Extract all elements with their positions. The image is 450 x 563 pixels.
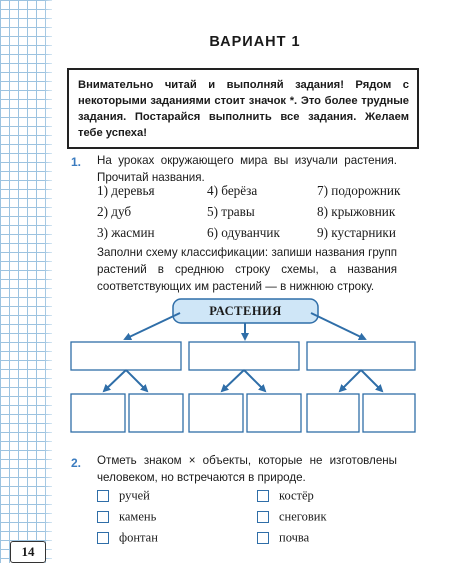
scheme-leaf-box[interactable] xyxy=(128,393,184,433)
plant-name: 2) дуб xyxy=(97,204,132,219)
option-snowman[interactable]: снеговик xyxy=(257,509,327,525)
option-label: почва xyxy=(279,530,310,545)
scheme-arrow xyxy=(125,369,149,393)
checkbox[interactable] xyxy=(257,532,269,545)
checkbox[interactable] xyxy=(257,490,269,503)
task-1-instruction: Заполни схему классификации: запиши назв… xyxy=(97,246,397,293)
scheme-leaf-box[interactable] xyxy=(306,393,360,433)
option-label: костёр xyxy=(279,488,314,503)
scheme-arrow xyxy=(360,369,384,393)
checkbox[interactable] xyxy=(257,511,269,524)
option-label: ручей xyxy=(119,488,150,503)
scheme-arrow xyxy=(123,312,181,341)
checkbox[interactable] xyxy=(97,511,109,524)
plant-name: 7) подорожник xyxy=(317,183,401,198)
option-fountain[interactable]: фонтан xyxy=(97,530,158,546)
scheme-arrow xyxy=(102,369,127,393)
scheme-group-box[interactable] xyxy=(188,341,300,371)
checkbox[interactable] xyxy=(97,490,109,503)
scheme-group-box[interactable] xyxy=(70,341,182,371)
task-2-text: Отметь знаком × объекты, которые не изго… xyxy=(97,454,397,484)
margin-fade xyxy=(44,0,58,563)
plant-name: 9) кустарники xyxy=(317,225,396,240)
page-title: ВАРИАНТ 1 xyxy=(209,34,301,50)
task-1-number: 1. xyxy=(71,155,82,169)
plant-name: 5) травы xyxy=(207,204,255,219)
task-2-number: 2. xyxy=(71,456,82,470)
plant-name: 6) одуванчик xyxy=(207,225,280,240)
scheme-root-label: РАСТЕНИЯ xyxy=(209,304,282,318)
page-number: 14 xyxy=(10,541,46,563)
checkbox[interactable] xyxy=(97,532,109,545)
scheme-arrow xyxy=(243,369,267,393)
option-campfire[interactable]: костёр xyxy=(257,488,314,504)
option-label: фонтан xyxy=(119,530,158,545)
scheme-leaf-box[interactable] xyxy=(188,393,244,433)
scheme-leaf-box[interactable] xyxy=(70,393,126,433)
option-label: камень xyxy=(119,509,157,524)
scheme-arrow xyxy=(338,369,362,393)
option-stream[interactable]: ручей xyxy=(97,488,150,504)
plant-name: 3) жасмин xyxy=(97,225,155,240)
instructions-box: Внимательно читай и выполняй задания! Ря… xyxy=(67,68,419,149)
graph-paper-margin xyxy=(0,0,52,563)
scheme-arrow xyxy=(310,312,367,341)
task-1-text: На уроках окружающего мира вы изучали ра… xyxy=(97,154,397,184)
plant-name: 1) деревья xyxy=(97,183,155,198)
plant-name: 8) крыжовник xyxy=(317,204,396,219)
option-label: снеговик xyxy=(279,509,327,524)
option-soil[interactable]: почва xyxy=(257,530,309,546)
scheme-arrow xyxy=(220,369,245,393)
scheme-leaf-box[interactable] xyxy=(362,393,416,433)
scheme-group-box[interactable] xyxy=(306,341,416,371)
plant-name: 4) берёза xyxy=(207,183,258,198)
option-stone[interactable]: камень xyxy=(97,509,156,525)
scheme-leaf-box[interactable] xyxy=(246,393,302,433)
